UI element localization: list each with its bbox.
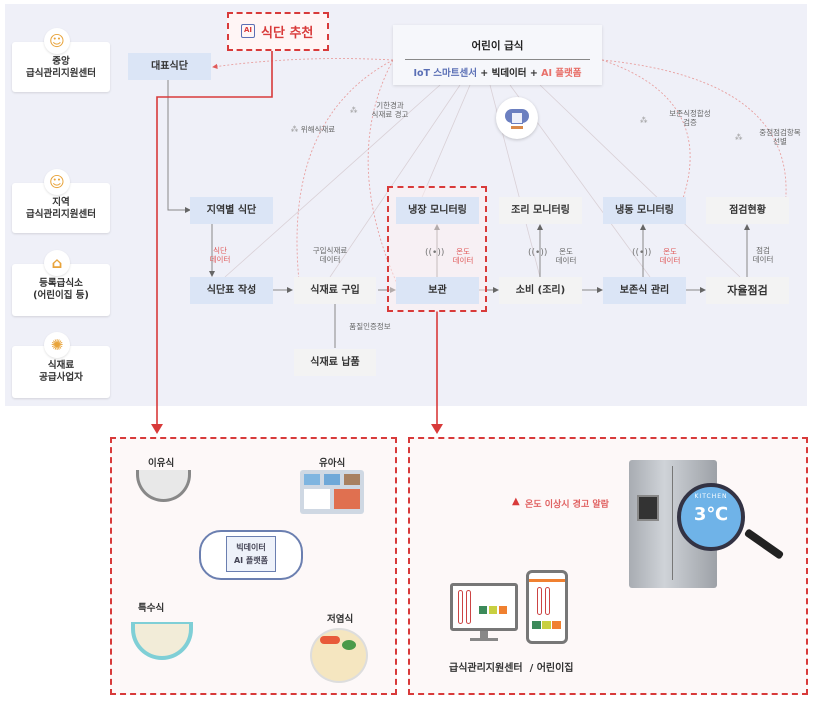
hub-box: 어린이 급식 IoT 스마트센서 + 빅데이터 + AI 플랫폼: [393, 25, 602, 85]
preserve-label: 보존식정합성 검증: [650, 109, 730, 127]
temp-data-label: 온도 데이터: [659, 247, 681, 265]
baby-food-label: 이유식: [148, 458, 175, 469]
red-arrowhead-left: [151, 424, 163, 434]
flow-arrows: [167, 80, 750, 348]
fridge-brand-text: KITCHEN: [694, 493, 728, 500]
smartphone-icon: [526, 570, 568, 644]
cloud-text-bigdata: 빅데이터: [236, 543, 266, 552]
analysis-curves: [212, 58, 789, 291]
role-label: 지역 급식관리지원센터: [26, 197, 96, 220]
alert-panel-caption: 급식관리지원센터 / 어린이집: [449, 663, 574, 674]
menu-data-label: 식단 데이터: [209, 246, 231, 264]
analysis-text: 중점점검항목 선별: [759, 128, 801, 146]
temp-data-label: 온도 데이터: [555, 247, 577, 265]
priority-label: 중점점검항목 선별: [745, 128, 815, 146]
hub-divider: [405, 59, 590, 60]
role-central-center: 중앙 급식관리지원센터: [12, 42, 110, 92]
bigdata-ai-cloud-icon: 빅데이터 AI 플랫폼: [199, 530, 303, 580]
monitor-stand: [480, 631, 488, 639]
plus-sign: +: [477, 68, 492, 79]
ai-chip-icon: AI: [241, 24, 255, 38]
alert-text: 온도 이상시 경고 알람: [525, 500, 609, 510]
cloud-text-ai: AI 플랫폼: [233, 556, 269, 565]
ai-recommend-label: 식단 추천: [261, 26, 314, 41]
analysis-text: 보존식정합성 검증: [669, 109, 711, 127]
quality-label: 품질인증정보: [349, 322, 391, 331]
node-consumption[interactable]: 소비 (조리): [499, 277, 582, 304]
node-storage[interactable]: 보관: [396, 277, 479, 304]
temperature-alert-panel: [408, 437, 808, 695]
node-delivery[interactable]: 식재료 납품: [294, 349, 376, 376]
hub-iot-text: IoT 스마트센서: [413, 68, 477, 79]
node-self-check[interactable]: 자율점검: [706, 277, 789, 304]
red-arrows: [156, 50, 438, 425]
special-food-label: 특수식: [138, 603, 165, 614]
magnifier-thermostat-icon: KITCHEN 3℃: [677, 483, 745, 551]
iot-sensor-icon: ((•)): [528, 248, 548, 258]
monitor-icon: [450, 583, 518, 631]
role-label: 식재료 공급사업자: [39, 360, 83, 383]
hub-bigdata-text: 빅데이터: [491, 68, 527, 79]
plus-sign: +: [526, 68, 542, 79]
crab-icon: ✺: [44, 332, 70, 358]
purchase-data-label: 구입식재료 데이터: [312, 246, 348, 264]
brain-icon: ⁂: [735, 133, 743, 142]
node-representative-menu[interactable]: 대표식단: [128, 53, 211, 80]
fridge-temperature: 3℃: [693, 504, 729, 525]
check-data-label: 점검 데이터: [752, 246, 774, 264]
analysis-text: 위해식재료: [300, 125, 336, 134]
brain-icon: ⁂: [290, 125, 301, 134]
house-icon: ⌂: [44, 250, 70, 276]
low-salt-plate-icon: [310, 628, 368, 683]
ai-recommend-box: AI 식단 추천: [227, 12, 329, 51]
brain-icon: ⁂: [640, 116, 648, 125]
monitor-base: [470, 638, 498, 641]
red-arrowhead-right: [431, 424, 443, 434]
node-purchase[interactable]: 식재료 구입: [294, 277, 376, 304]
role-label: 중앙 급식관리지원센터: [26, 56, 96, 79]
role-label: 등록급식소 (어린이집 등): [33, 278, 89, 301]
toddler-food-label: 유아식: [319, 458, 346, 469]
node-cooking-monitoring[interactable]: 조리 모니터링: [499, 197, 582, 224]
hub-title: 어린이 급식: [471, 40, 524, 52]
siren-icon: ▲: [512, 496, 520, 507]
node-preserved-food[interactable]: 보존식 관리: [603, 277, 686, 304]
brain-icon: ⁂: [350, 106, 358, 115]
meal-tray-icon: [300, 470, 364, 514]
node-fridge-monitoring[interactable]: 냉장 모니터링: [396, 197, 479, 224]
node-menu-write[interactable]: 식단표 작성: [190, 277, 273, 304]
hazard-label: ⁂ 위해식재료: [268, 125, 358, 134]
cloud-server-icon: [496, 97, 538, 139]
analysis-text: 기한경과 식재료 경고: [371, 101, 409, 119]
smile-icon: ☺: [44, 28, 70, 54]
temp-data-label: 온도 데이터: [452, 247, 474, 265]
node-freezer-monitoring[interactable]: 냉동 모니터링: [603, 197, 686, 224]
iot-sensor-icon: ((•)): [632, 248, 652, 258]
hub-subtitle: IoT 스마트센서 + 빅데이터 + AI 플랫폼: [393, 65, 602, 79]
hub-ai-text: AI 플랫폼: [541, 68, 582, 79]
node-check-status[interactable]: 점검현황: [706, 197, 789, 224]
expiry-label: 기한경과 식재료 경고: [350, 101, 430, 119]
iot-sensor-icon: ((•)): [425, 248, 445, 258]
smile-icon: ☺: [44, 169, 70, 195]
node-regional-menu[interactable]: 지역별 식단: [190, 197, 273, 224]
low-salt-food-label: 저염식: [327, 614, 354, 625]
